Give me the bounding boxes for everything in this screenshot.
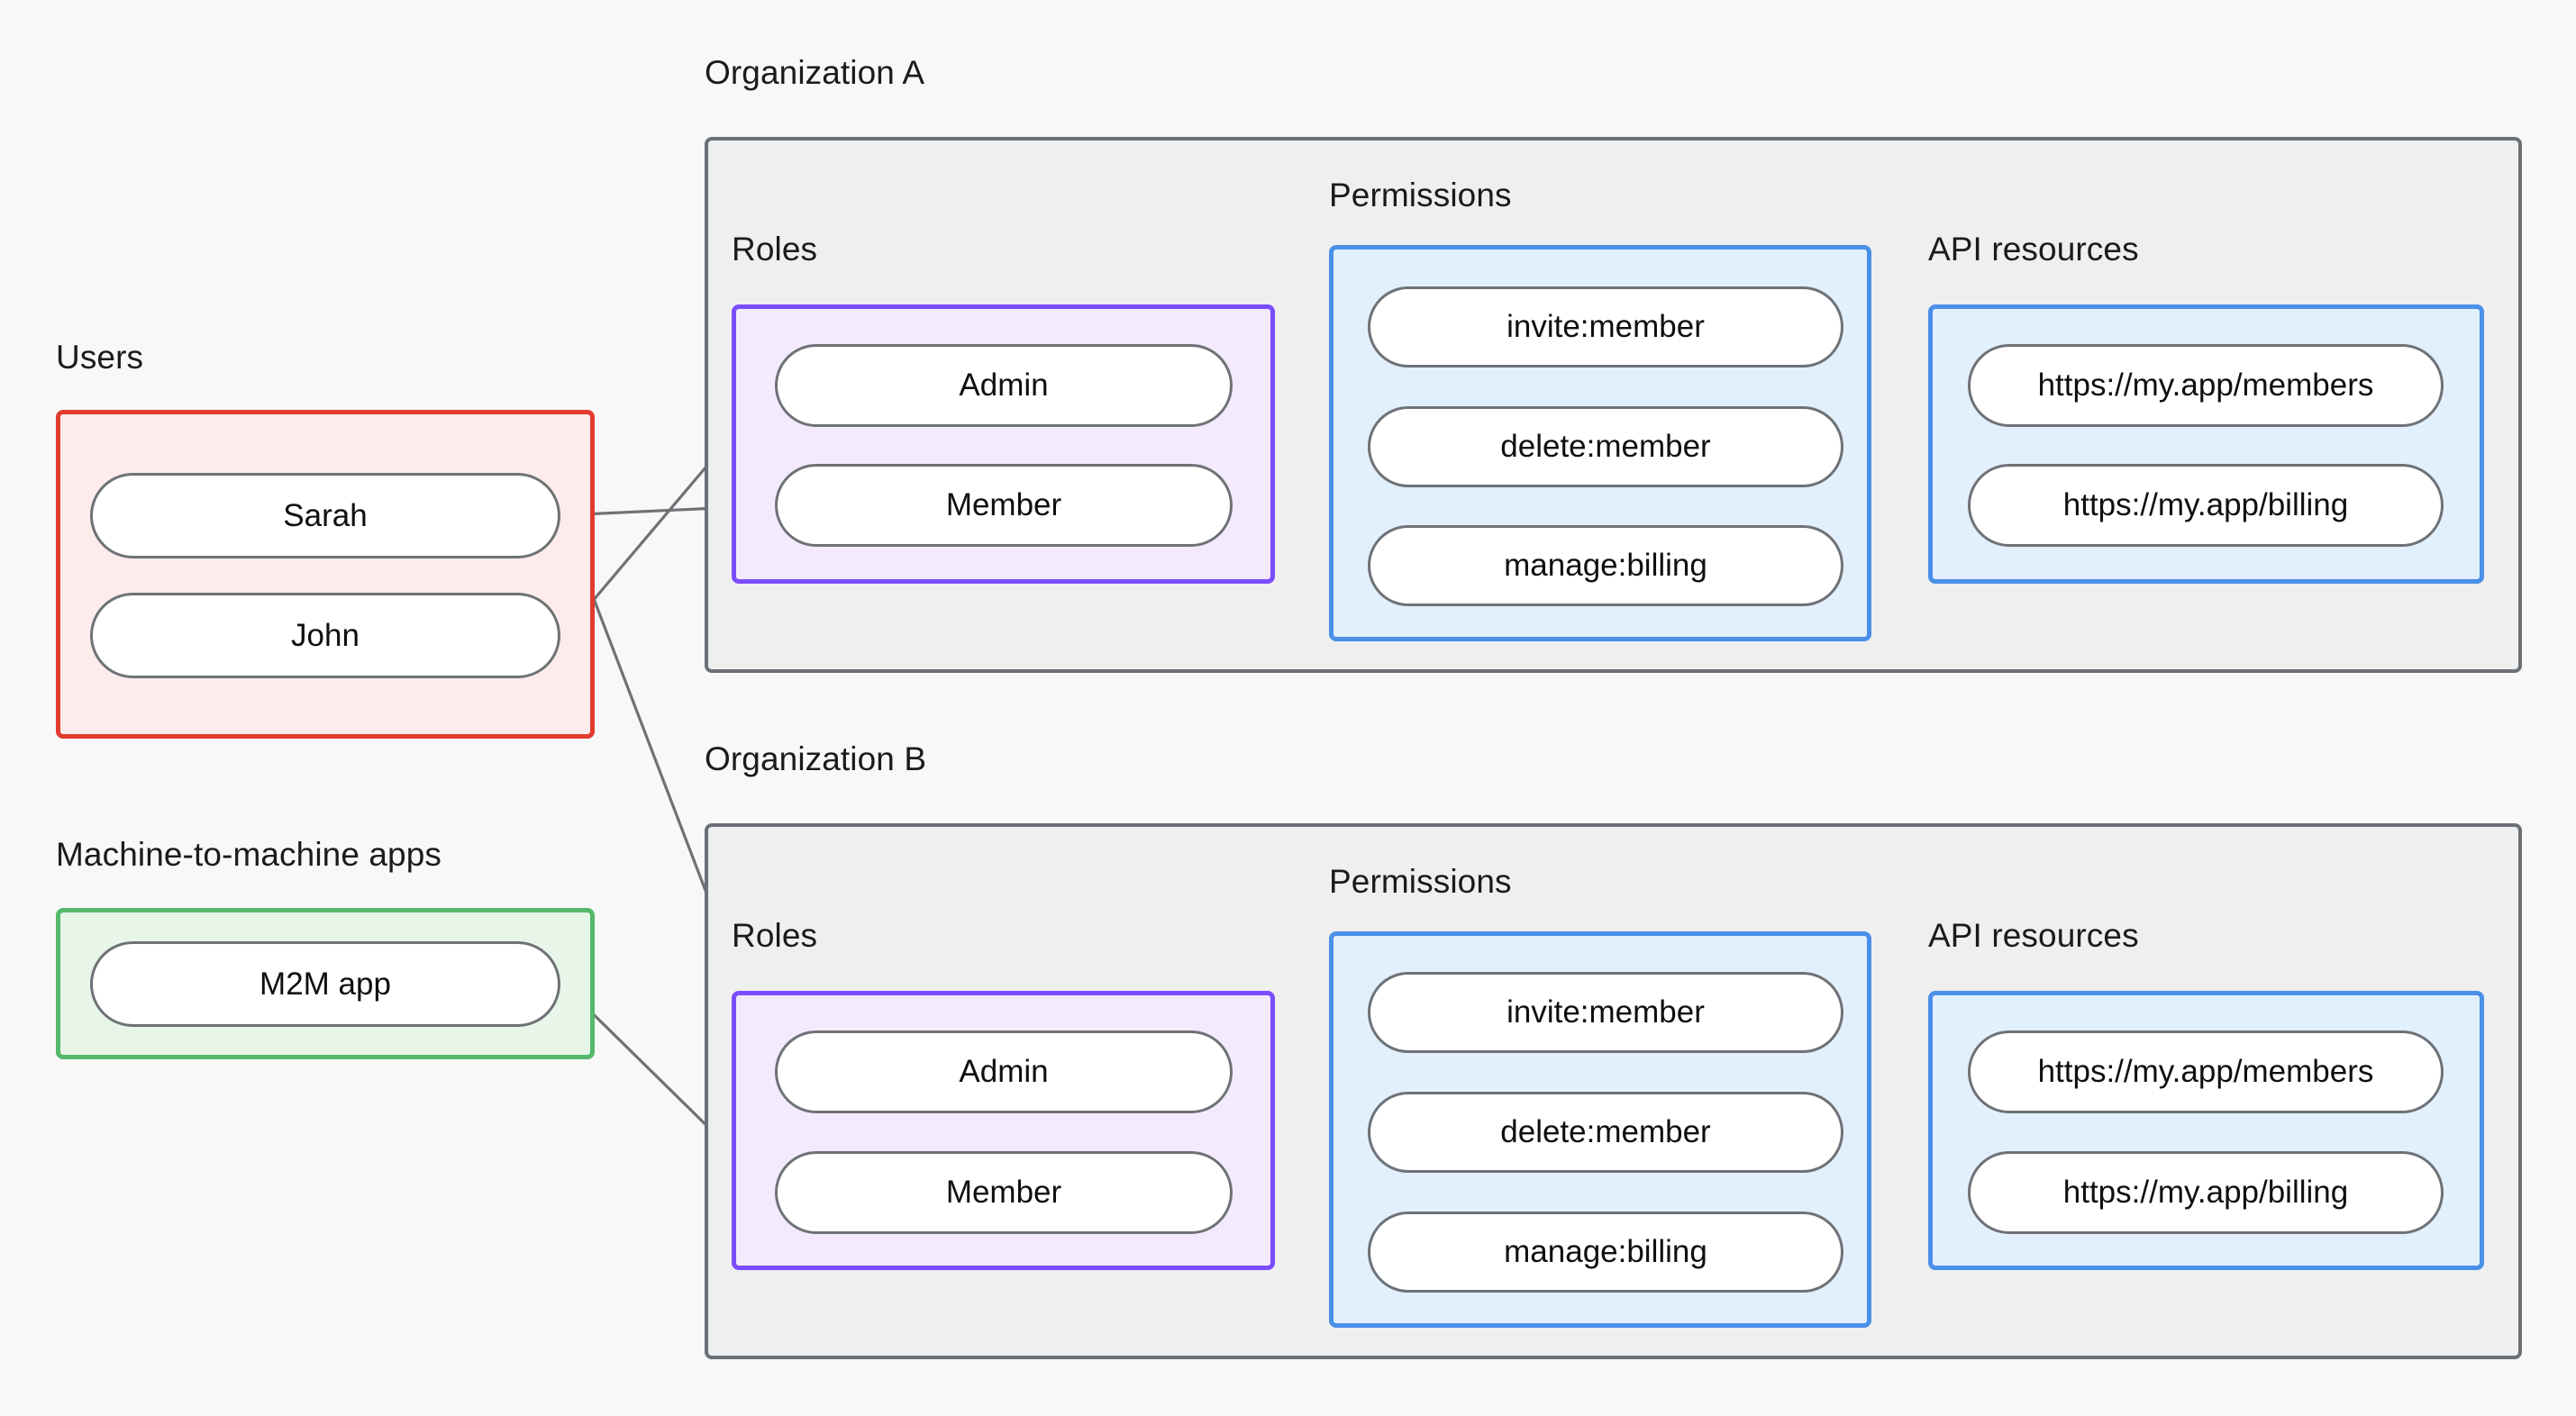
m2m-caption: Machine-to-machine apps (56, 836, 442, 873)
org-a-api-resources-caption: API resources (1928, 231, 2139, 268)
org-b-api-resources-caption: API resources (1928, 917, 2139, 954)
org-a-permissions-caption: Permissions (1329, 177, 1512, 213)
user-node-sarah[interactable]: Sarah (90, 473, 560, 558)
users-group (56, 410, 595, 739)
org-a-permission-invite-member[interactable]: invite:member (1368, 286, 1843, 368)
org-a-roles-caption: Roles (732, 231, 818, 268)
org-b-roles-caption: Roles (732, 917, 818, 954)
org-a-api-resource-billing[interactable]: https://my.app/billing (1968, 464, 2444, 547)
org-b-caption: Organization B (705, 740, 927, 777)
org-b-api-resource-billing[interactable]: https://my.app/billing (1968, 1151, 2444, 1234)
org-a-permission-manage-billing[interactable]: manage:billing (1368, 525, 1843, 606)
org-a-caption: Organization A (705, 54, 925, 91)
org-b-role-member[interactable]: Member (775, 1151, 1233, 1234)
org-b-api-resource-members[interactable]: https://my.app/members (1968, 1030, 2444, 1113)
org-b-permission-delete-member[interactable]: delete:member (1368, 1092, 1843, 1173)
org-a-api-resource-members[interactable]: https://my.app/members (1968, 344, 2444, 427)
org-a-role-admin[interactable]: Admin (775, 344, 1233, 427)
org-a-role-member[interactable]: Member (775, 464, 1233, 547)
org-b-permissions-caption: Permissions (1329, 863, 1512, 900)
org-b-permission-invite-member[interactable]: invite:member (1368, 972, 1843, 1053)
m2m-node-app[interactable]: M2M app (90, 941, 560, 1027)
users-caption: Users (56, 339, 144, 376)
org-b-permission-manage-billing[interactable]: manage:billing (1368, 1212, 1843, 1293)
org-b-role-admin[interactable]: Admin (775, 1030, 1233, 1113)
user-node-john[interactable]: John (90, 593, 560, 678)
org-a-permission-delete-member[interactable]: delete:member (1368, 406, 1843, 487)
